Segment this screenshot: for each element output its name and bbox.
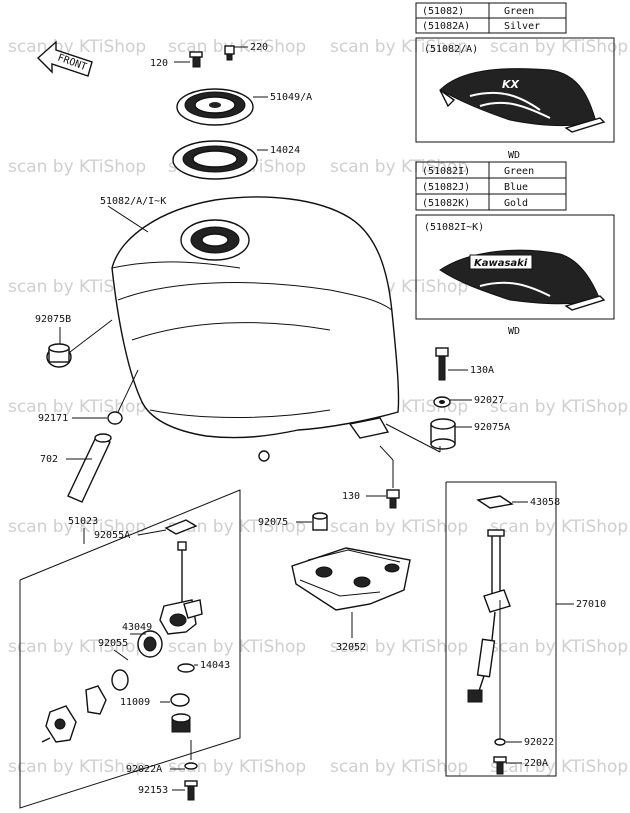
watermark: scan by KTiShop [8,157,146,177]
table2-code: (51082I) [422,166,470,177]
table2-color: Gold [504,198,528,209]
watermark: scan by KTiShop [490,637,628,657]
part-label-130A: 130A [470,365,494,376]
part-label-92022A: 92022A [126,764,162,775]
rubber-damper-b [46,343,72,368]
part-label-51049: 51049/A [270,92,312,103]
oring-11009 [170,693,190,707]
watermark: scan by KTiShop [490,37,628,57]
part-label-14043: 14043 [200,660,230,671]
part-label-51023: 51023 [68,516,98,527]
watermark: scan by KTiShop [168,757,306,777]
decal-inset-2: (51082I~K) Kawasaki WD [415,214,615,337]
part-label-43058: 43058 [530,497,560,508]
fuel-hose [67,433,112,503]
table1-color: Silver [504,21,540,32]
part-label-120: 120 [150,58,168,69]
table2-code: (51082J) [422,182,470,193]
hose-clamp [107,411,123,425]
watermark: scan by KTiShop [490,757,628,777]
sensor-group-box [445,481,574,777]
fuel-cap-gasket [172,140,258,180]
part-label-51082-all: 51082/A/I~K [100,196,166,207]
part-label-92153: 92153 [138,785,168,796]
fuel-tap [137,541,203,658]
cap-screws [189,45,235,68]
lever-parts [41,685,107,743]
watermark: scan by KTiShop [8,277,146,297]
part-label-92027: 92027 [474,395,504,406]
collar-92075 [312,512,328,531]
part-label-92075A: 92075A [474,422,510,433]
rubber-damper-a [430,418,456,450]
part-label-92075B: 92075B [35,314,71,325]
watermark: scan by KTiShop [8,757,146,777]
watermark: scan by KTiShop [490,517,628,537]
washer-92022 [494,738,506,746]
part-label-43049: 43049 [122,622,152,633]
inset2-logo: Kawasaki [474,258,528,269]
table2-code: (51082K) [422,198,470,209]
decal-inset-1: (51082/A) KX WD [415,37,615,161]
part-label-92171: 92171 [38,413,68,424]
washer-14043 [177,663,195,673]
table1-color: Green [504,6,534,17]
fuel-level-sensor [467,529,511,703]
part-label-92055: 92055 [98,638,128,649]
watermark: scan by KTiShop [8,37,146,57]
bolt-130a [435,347,449,381]
filter-bowl [171,713,191,733]
color-table-1: (51082) Green (51082A) Silver [415,2,567,34]
part-label-220A: 220A [524,758,548,769]
part-label-702: 702 [40,454,58,465]
table1-code: (51082A) [422,21,470,32]
fuel-cap [176,88,254,126]
inset1-title: (51082/A) [424,44,478,55]
table1-code: (51082) [422,6,464,17]
table2-color: Green [504,166,534,177]
watermark: scan by KTiShop [330,757,468,777]
fuel-tank [111,196,400,462]
inset1-note: WD [508,150,520,161]
watermark: scan by KTiShop [8,517,146,537]
watermark: scan by KTiShop [168,637,306,657]
inset1-logo: KX [502,78,520,91]
watermark: scan by KTiShop [8,637,146,657]
part-label-130: 130 [342,491,360,502]
part-label-220: 220 [250,42,268,53]
color-table-2: (51082I) Green (51082J) Blue (51082K) Go… [415,161,567,211]
part-label-11009: 11009 [120,697,150,708]
tap-gasket-92055a [164,519,198,535]
watermark: scan by KTiShop [330,37,468,57]
part-label-92055A: 92055A [94,530,130,541]
inset2-note: WD [508,326,520,337]
sensor-gasket-43058 [476,495,514,509]
bolt-130 [386,489,400,509]
part-label-14024: 14024 [270,145,300,156]
part-label-92022: 92022 [524,737,554,748]
inset2-title: (51082I~K) [424,222,484,233]
tank-bracket [291,547,411,611]
part-label-32052: 32052 [336,642,366,653]
fuel-tap-box [19,489,241,809]
washer-92027 [433,396,451,408]
part-label-92075: 92075 [258,517,288,528]
screw-220a [493,756,507,775]
table2-color: Blue [504,182,528,193]
watermark: scan by KTiShop [330,637,468,657]
screw-92153 [184,780,198,801]
watermark: scan by KTiShop [168,517,306,537]
watermark: scan by KTiShop [490,397,628,417]
watermark: scan by KTiShop [8,397,146,417]
part-label-27010: 27010 [576,599,606,610]
washer-92022a [184,762,198,770]
oring-92055 [111,669,129,691]
watermark: scan by KTiShop [330,517,468,537]
front-arrow-icon: FRONT [36,40,93,77]
